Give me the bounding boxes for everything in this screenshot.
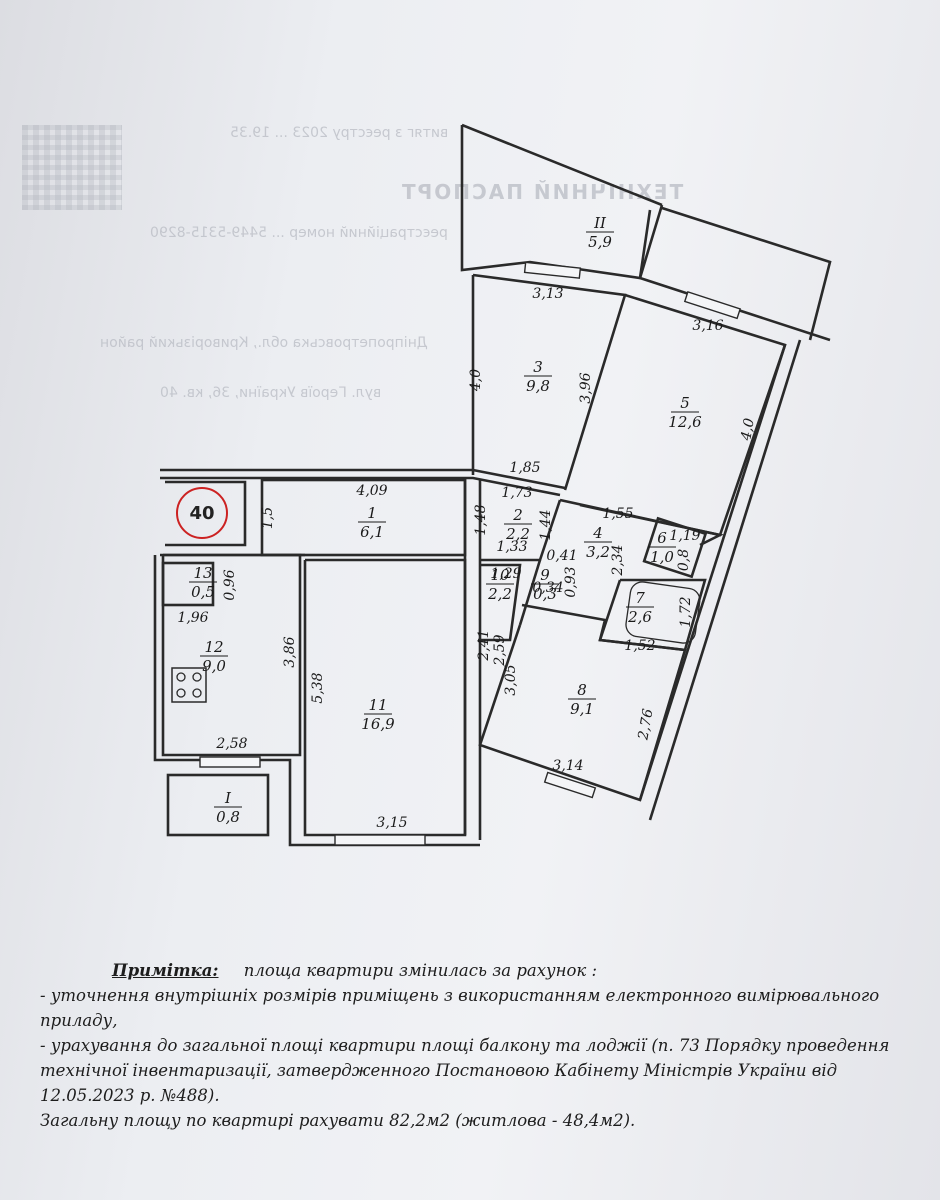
room-area: 5,9 — [588, 233, 612, 251]
room-number: 4 — [592, 524, 603, 542]
room-number: 5 — [680, 394, 690, 412]
note-line-3: Загальну площу по квартирі рахувати 82,2… — [40, 1111, 636, 1130]
room-area: 9,1 — [570, 700, 594, 718]
room-number: 9 — [540, 566, 550, 584]
room-area: 6,1 — [360, 523, 384, 541]
dimension-label: 1,19 — [669, 528, 700, 544]
note-line-1: - уточнення внутрішніх розмірів приміщен… — [40, 986, 880, 1030]
room-area: 12,6 — [668, 413, 702, 431]
dimension-label: 2,41 — [476, 629, 492, 661]
dimension-label: 0,41 — [546, 548, 577, 564]
dimension-label: 0,93 — [563, 566, 579, 597]
dimension-label: 1,52 — [624, 638, 655, 654]
stove-icon — [171, 667, 207, 703]
room-label: 89,1 — [568, 681, 596, 718]
dimension-label: 2,59 — [492, 634, 508, 666]
room-label: 512,6 — [668, 394, 702, 431]
room-area: 9,0 — [202, 657, 226, 675]
room-label: 16,1 — [358, 504, 386, 541]
dimension-label: 1,33 — [496, 539, 527, 555]
dimension-label: 1,85 — [509, 460, 540, 476]
room-labels: 16,122,239,843,2512,661,072,689,190,3102… — [189, 214, 702, 826]
dimension-label: 0,34 — [532, 580, 563, 596]
room-number: 1 — [367, 504, 377, 522]
dimension-labels: 3,13 3,16 4,0 3,96 4,0 4,09 1,5 1,85 1,73 1,55 1,4… — [177, 286, 757, 831]
room-label: 102,2 — [486, 566, 514, 603]
note-block: Примітка: площа квартири змінилась за ра… — [40, 958, 900, 1133]
plan-windows — [199, 261, 742, 846]
dimension-label: 3,15 — [376, 815, 407, 831]
dimension-label: 1,29 — [490, 566, 521, 582]
dimension-label: 0,96 — [222, 569, 238, 600]
room-number: 8 — [577, 681, 587, 699]
room-number: 6 — [657, 529, 667, 547]
dimension-label: 1,73 — [501, 485, 532, 501]
room-area: 2,6 — [627, 608, 652, 626]
dimension-label: 5,38 — [310, 672, 326, 703]
dimension-label: 3,14 — [552, 758, 583, 774]
dimension-label: 3,13 — [532, 286, 563, 302]
dimension-label: 3,86 — [282, 636, 298, 667]
room-label: 39,8 — [524, 358, 552, 395]
room-area: 0,8 — [216, 808, 240, 826]
bathtub-icon — [625, 581, 701, 644]
room-label: II5,9 — [586, 214, 614, 251]
room-area: 3,2 — [586, 543, 610, 561]
room-area: 0,3 — [533, 585, 557, 603]
room-number: 7 — [635, 589, 645, 607]
room-label: 130,5 — [189, 564, 217, 601]
room-number: 12 — [204, 638, 223, 656]
room-label: 43,2 — [584, 524, 612, 561]
room-label: 129,0 — [200, 638, 228, 675]
room-number: II — [593, 214, 607, 232]
room-number: I — [224, 789, 232, 807]
apartment-number-badge: 40 — [176, 487, 228, 539]
dimension-label: 4,09 — [355, 483, 387, 499]
room-number: 13 — [193, 564, 212, 582]
dimension-label: 1,96 — [177, 610, 208, 626]
dimension-label: 2,58 — [215, 736, 247, 752]
room-area: 2,2 — [505, 525, 530, 543]
room-label: 22,2 — [504, 506, 532, 543]
room-area: 1,0 — [650, 548, 674, 566]
room-number: 3 — [533, 358, 543, 376]
note-intro: площа квартири змінилась за рахунок : — [243, 961, 598, 980]
dimension-label: 2,34 — [610, 544, 626, 576]
dimension-label: 1,48 — [473, 504, 489, 535]
room-label: 72,6 — [626, 589, 654, 626]
dimension-label: 1,55 — [602, 506, 633, 522]
room-area: 0,5 — [191, 583, 215, 601]
dimension-label: 0,8 — [676, 549, 692, 571]
dimension-label: 3,05 — [503, 664, 519, 695]
dimension-label: 1,44 — [538, 509, 554, 540]
room-number: 11 — [368, 696, 387, 714]
room-label: I0,8 — [214, 789, 242, 826]
room-number: 2 — [512, 506, 523, 524]
dimension-label: 1,5 — [260, 507, 276, 529]
qr-code-image — [22, 125, 122, 210]
note-line-2: - урахування до загальної площі квартири… — [40, 1036, 890, 1105]
room-area: 9,8 — [526, 377, 550, 395]
room-label: 61,0 — [648, 529, 676, 566]
room-area: 16,9 — [361, 715, 395, 733]
dimension-label: 2,76 — [635, 707, 656, 742]
room-label: 90,3 — [531, 566, 559, 603]
dimension-label: 4,0 — [738, 417, 758, 443]
room-area: 2,2 — [487, 585, 512, 603]
dimension-label: 4,0 — [468, 369, 484, 392]
dimension-label: 1,72 — [678, 596, 694, 627]
plan-walls — [153, 123, 832, 847]
room-number: 10 — [490, 566, 510, 584]
dimension-label: 3,16 — [692, 318, 723, 334]
dimension-label: 3,96 — [578, 372, 594, 403]
note-title: Примітка: — [112, 961, 219, 980]
